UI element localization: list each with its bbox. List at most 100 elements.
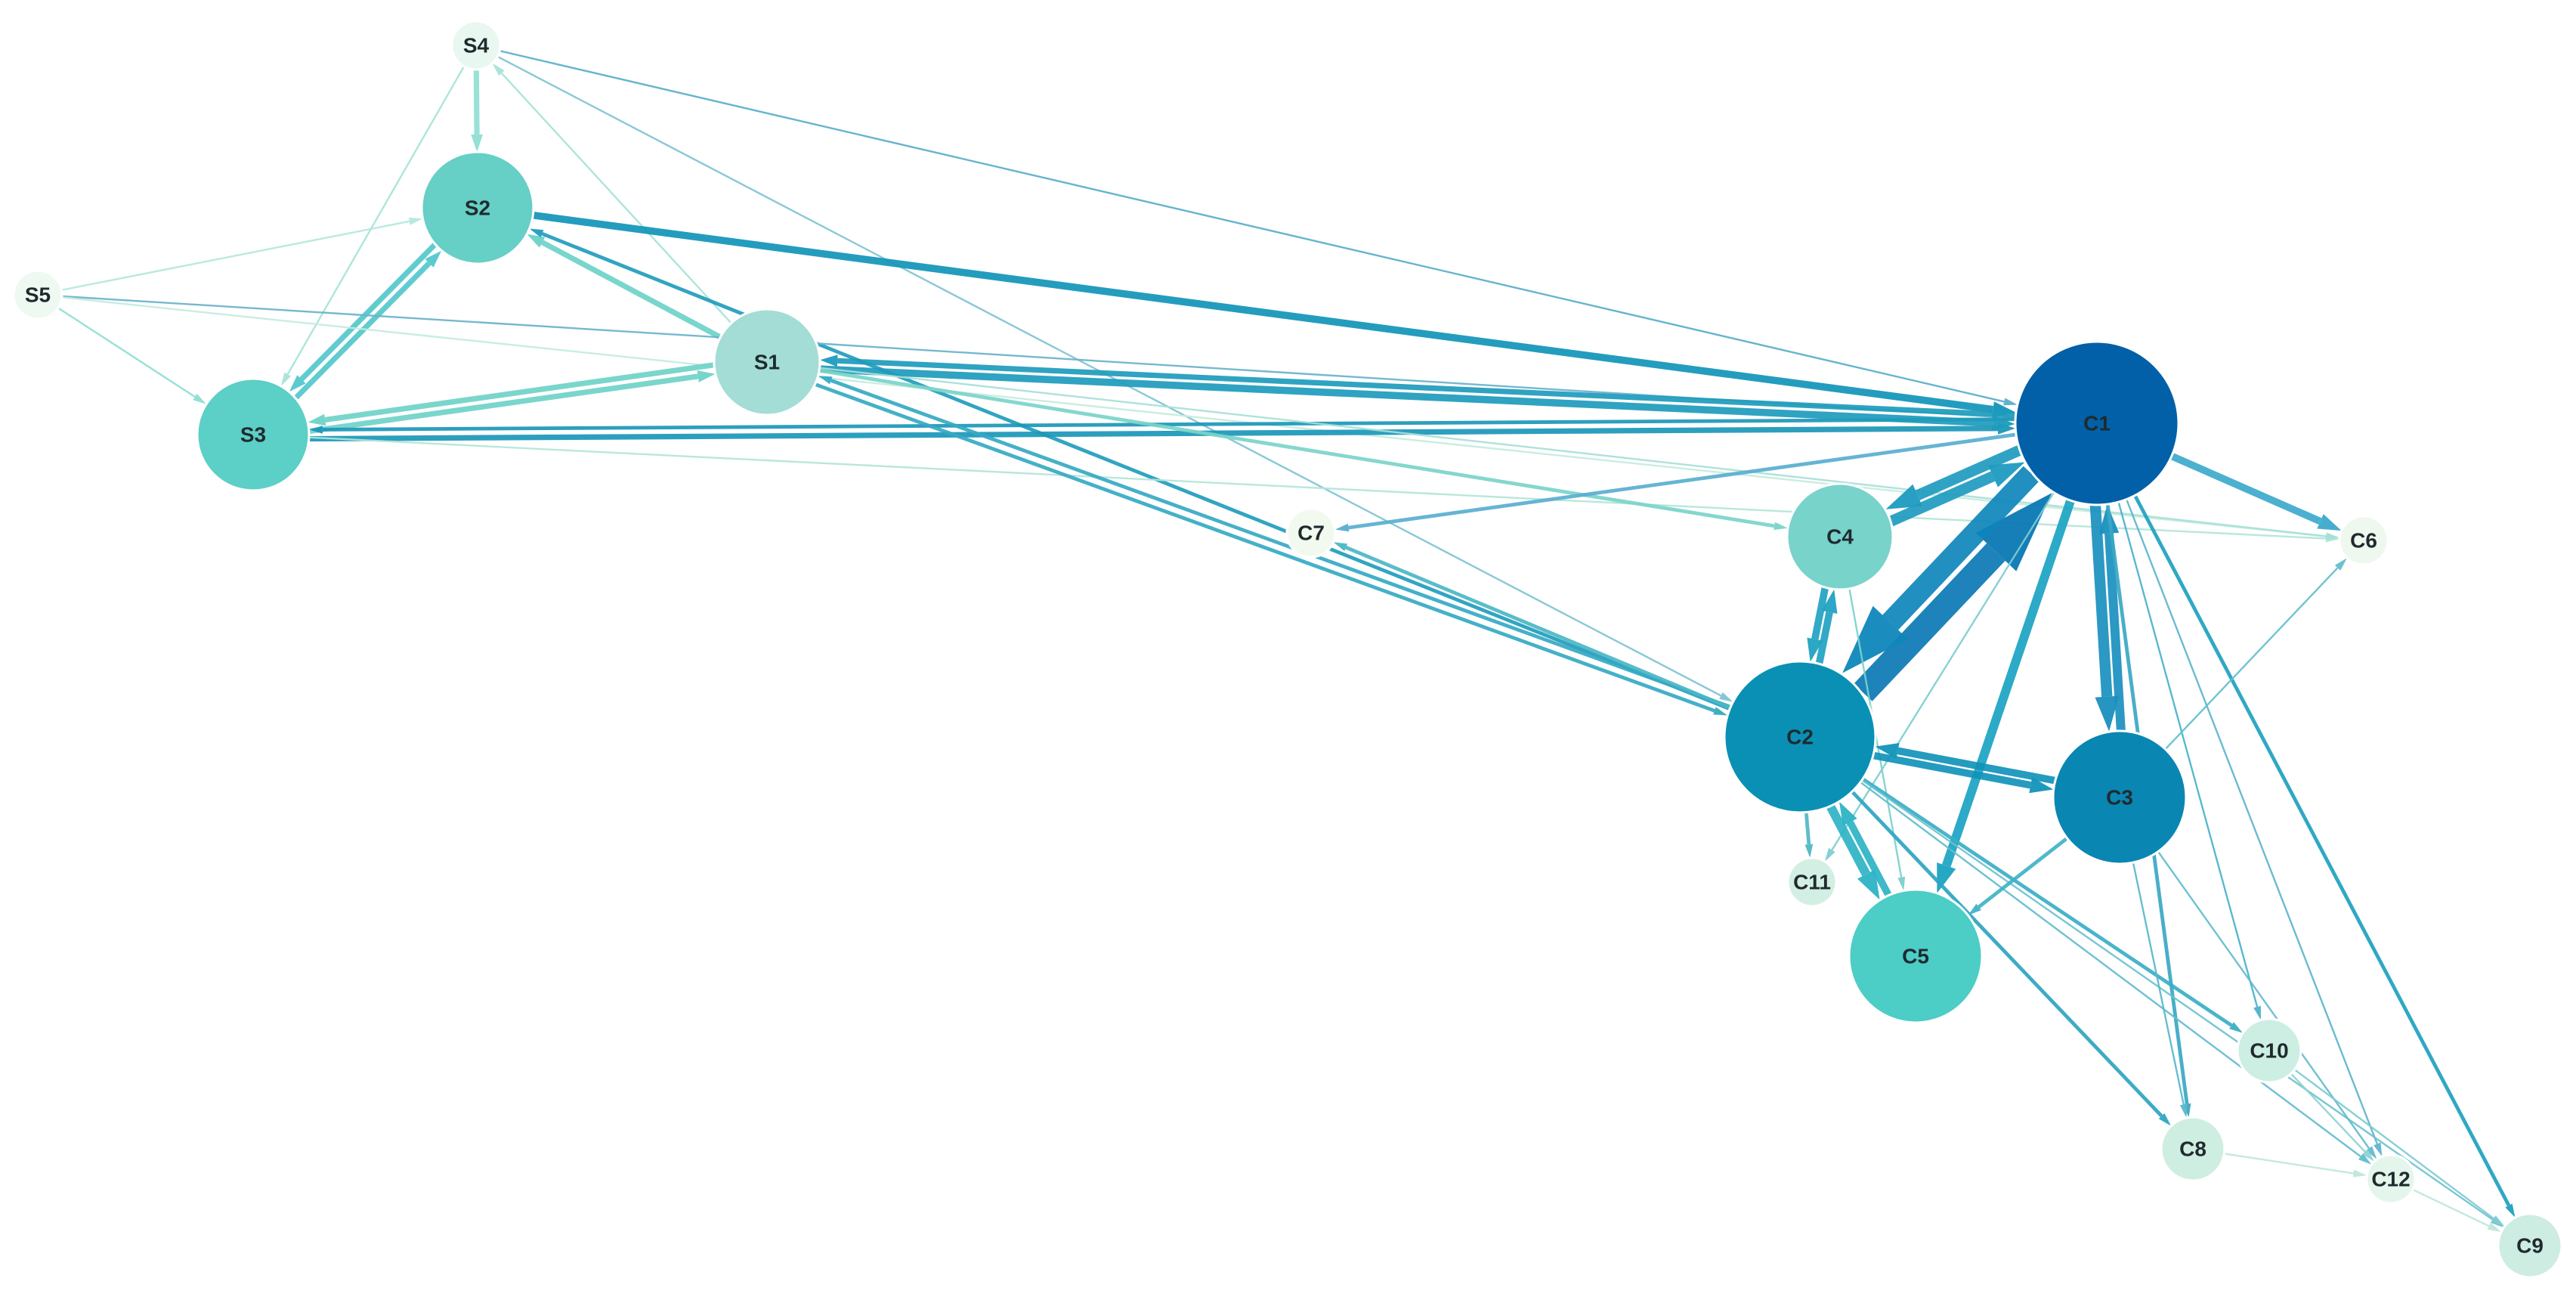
edge-arrowhead	[2179, 1104, 2188, 1118]
edge-line	[1815, 611, 1833, 665]
node-circle	[1786, 856, 1838, 908]
edge-c3-to-c12	[2157, 851, 2377, 1159]
edge-c1-to-s1	[820, 354, 2016, 418]
edge-c4-to-c2	[1807, 587, 1829, 662]
edge-c3-to-c5	[1968, 837, 2069, 915]
edge-line	[2117, 501, 2259, 1008]
edge-line	[2293, 1069, 2494, 1220]
node-c6: C6	[2338, 515, 2389, 566]
edge-line	[818, 368, 1775, 528]
node-s2: S2	[420, 150, 535, 265]
edge-line	[837, 358, 2016, 418]
node-circle	[2052, 729, 2188, 865]
edge-line	[541, 231, 1731, 711]
edge-s1-to-c4	[818, 368, 1788, 531]
node-s1: S1	[713, 308, 821, 416]
edge-line	[2164, 567, 2339, 751]
edge-line	[1915, 445, 2022, 500]
edge-s1-to-c6	[819, 367, 2340, 540]
edge-arrowhead	[820, 354, 838, 367]
edge-line	[57, 307, 196, 398]
edge-line	[1811, 587, 1829, 640]
node-c11: C11	[1786, 856, 1838, 908]
edge-s4-to-s2	[471, 69, 483, 152]
edge-line	[1847, 820, 1892, 897]
node-label: S3	[240, 423, 266, 447]
node-c12: C12	[2365, 1153, 2417, 1205]
edge-s4-to-c1	[499, 50, 2018, 406]
edge-arrowhead	[471, 134, 483, 152]
node-label: C7	[1297, 522, 1325, 545]
edge-arrowhead	[1334, 523, 1350, 532]
edge-s1-to-c2	[814, 382, 1727, 716]
node-label: S4	[463, 34, 490, 57]
edge-line	[1826, 804, 1870, 877]
edge-line	[1854, 543, 2005, 701]
edge-arrowhead	[1774, 522, 1788, 531]
edge-s1-to-c1	[819, 365, 2015, 432]
edge-c1-to-c4	[1885, 445, 2022, 509]
edge-arrowhead	[697, 370, 716, 382]
edge-s1-to-s3	[308, 362, 715, 426]
edge-line	[1888, 471, 1996, 527]
node-circle	[2365, 1153, 2417, 1205]
node-s4: S4	[450, 20, 502, 71]
edge-line	[2104, 533, 2126, 732]
edge-arrowhead	[529, 228, 544, 238]
edge-line	[293, 261, 431, 401]
edge-line	[286, 66, 465, 375]
edge-s1-to-s2	[527, 234, 722, 340]
edge-line	[540, 240, 722, 340]
edge-c1-to-c7	[1334, 432, 2017, 532]
node-c3: C3	[2052, 729, 2188, 865]
edge-line	[473, 69, 480, 135]
node-circle	[1285, 507, 1337, 559]
edge-c2-to-c4	[1815, 589, 1838, 665]
node-label: C1	[2083, 412, 2111, 435]
edge-arrowhead	[2362, 1149, 2374, 1162]
edge-line	[2132, 862, 2185, 1105]
edge-arrowhead	[1713, 707, 1727, 716]
edge-arrowhead	[1968, 903, 1981, 915]
edge-s5-to-s2	[61, 217, 423, 291]
node-label: S5	[25, 283, 51, 307]
edge-s2-to-s3	[289, 242, 438, 392]
edge-arrowhead	[193, 393, 206, 404]
edge-arrowhead	[1839, 801, 1857, 826]
edge-c1-to-c11	[1824, 492, 2055, 862]
node-label: C3	[2106, 786, 2133, 809]
node-circle	[1848, 888, 1984, 1024]
node-label: S2	[465, 197, 490, 220]
edge-c3-to-c2	[1875, 743, 2056, 785]
node-circle	[2160, 1116, 2226, 1182]
edge-line	[819, 365, 1993, 427]
node-s5: S5	[12, 269, 63, 320]
edge-line	[496, 55, 1721, 697]
edge-arrowhead	[2352, 1169, 2367, 1178]
edge-line	[308, 373, 699, 435]
edge-c2-to-c1	[1854, 493, 2052, 701]
edge-c1-to-c2	[1842, 466, 2039, 673]
edge-line	[2290, 1073, 2366, 1153]
edge-arrowhead	[2317, 514, 2342, 531]
edge-s5-to-s3	[57, 307, 206, 404]
edge-arrowhead	[308, 413, 326, 426]
edge-arrowhead	[2373, 1142, 2383, 1157]
edge-arrowhead	[2158, 1113, 2171, 1126]
edge-arrowhead	[527, 234, 546, 248]
edge-arrowhead	[2334, 558, 2347, 571]
node-c1: C1	[2014, 340, 2180, 506]
edge-c1-to-c12	[2126, 499, 2383, 1157]
edge-line	[830, 379, 1731, 709]
node-circle	[2014, 340, 2180, 506]
edge-line	[1345, 546, 1731, 710]
edge-c1-to-c6	[2169, 453, 2342, 531]
edge-arrowhead	[2095, 695, 2120, 732]
node-c8: C8	[2160, 1116, 2226, 1182]
edge-arrowhead	[1875, 743, 1900, 759]
edge-c2-to-c12	[1860, 781, 2372, 1165]
node-label: C10	[2250, 1039, 2288, 1063]
edge-s1-to-s4	[492, 63, 732, 324]
